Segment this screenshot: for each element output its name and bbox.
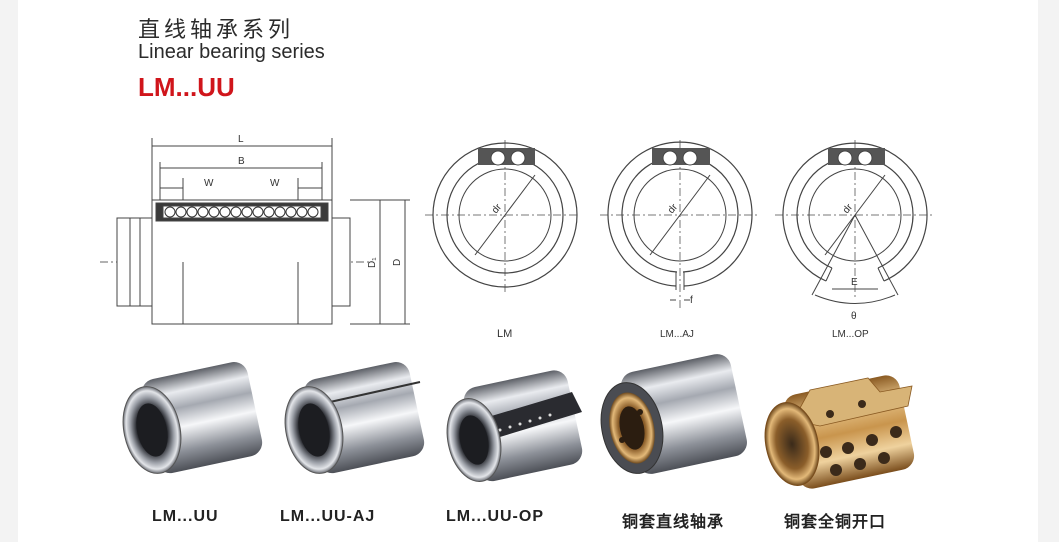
photo-full-bronze-open-bushing [764,375,915,489]
product-name-3: LM...UU-OP [446,508,544,525]
page-title-cn: 直线轴承系列 [138,18,295,43]
product-name-5: 铜套全铜开口 [784,514,887,531]
caption-op: LM...OP [832,329,869,340]
dim-B-label: B [238,156,245,167]
photo-bronze-sleeve-linear-bearing [600,354,747,474]
photo-linear-bearing-adjustable [284,362,425,474]
cross-section-aj [600,140,760,310]
product-name-2: LM...UU-AJ [280,508,376,525]
dim-dr-lm-label: dr [490,202,505,216]
photo-linear-bearing-open [446,370,583,482]
side-view-drawing [100,138,410,325]
product-name-4: 铜套直线轴承 [622,514,725,531]
dim-dr-aj-label: dr [666,202,681,216]
caption-lm: LM [497,328,512,340]
dim-W-right-label: W [270,178,280,189]
dim-theta-label: θ [851,311,857,322]
product-name-1: LM...UU [152,508,219,525]
dim-f-label: f [690,295,693,306]
dim-L-label: L [238,134,244,145]
dim-dr-op-label: dr [841,202,856,216]
page-title-en: Linear bearing series [138,41,325,63]
caption-aj: LM...AJ [660,329,694,340]
cross-section-op [775,140,935,304]
dim-E-label: E [851,277,858,288]
dim-D1-label: D₁ [367,257,378,268]
series-code: LM...UU [138,72,235,102]
dim-D-label: D [392,259,403,266]
dim-W-left-label: W [204,178,214,189]
photo-linear-bearing-closed [122,362,263,474]
cross-section-lm [425,140,580,295]
